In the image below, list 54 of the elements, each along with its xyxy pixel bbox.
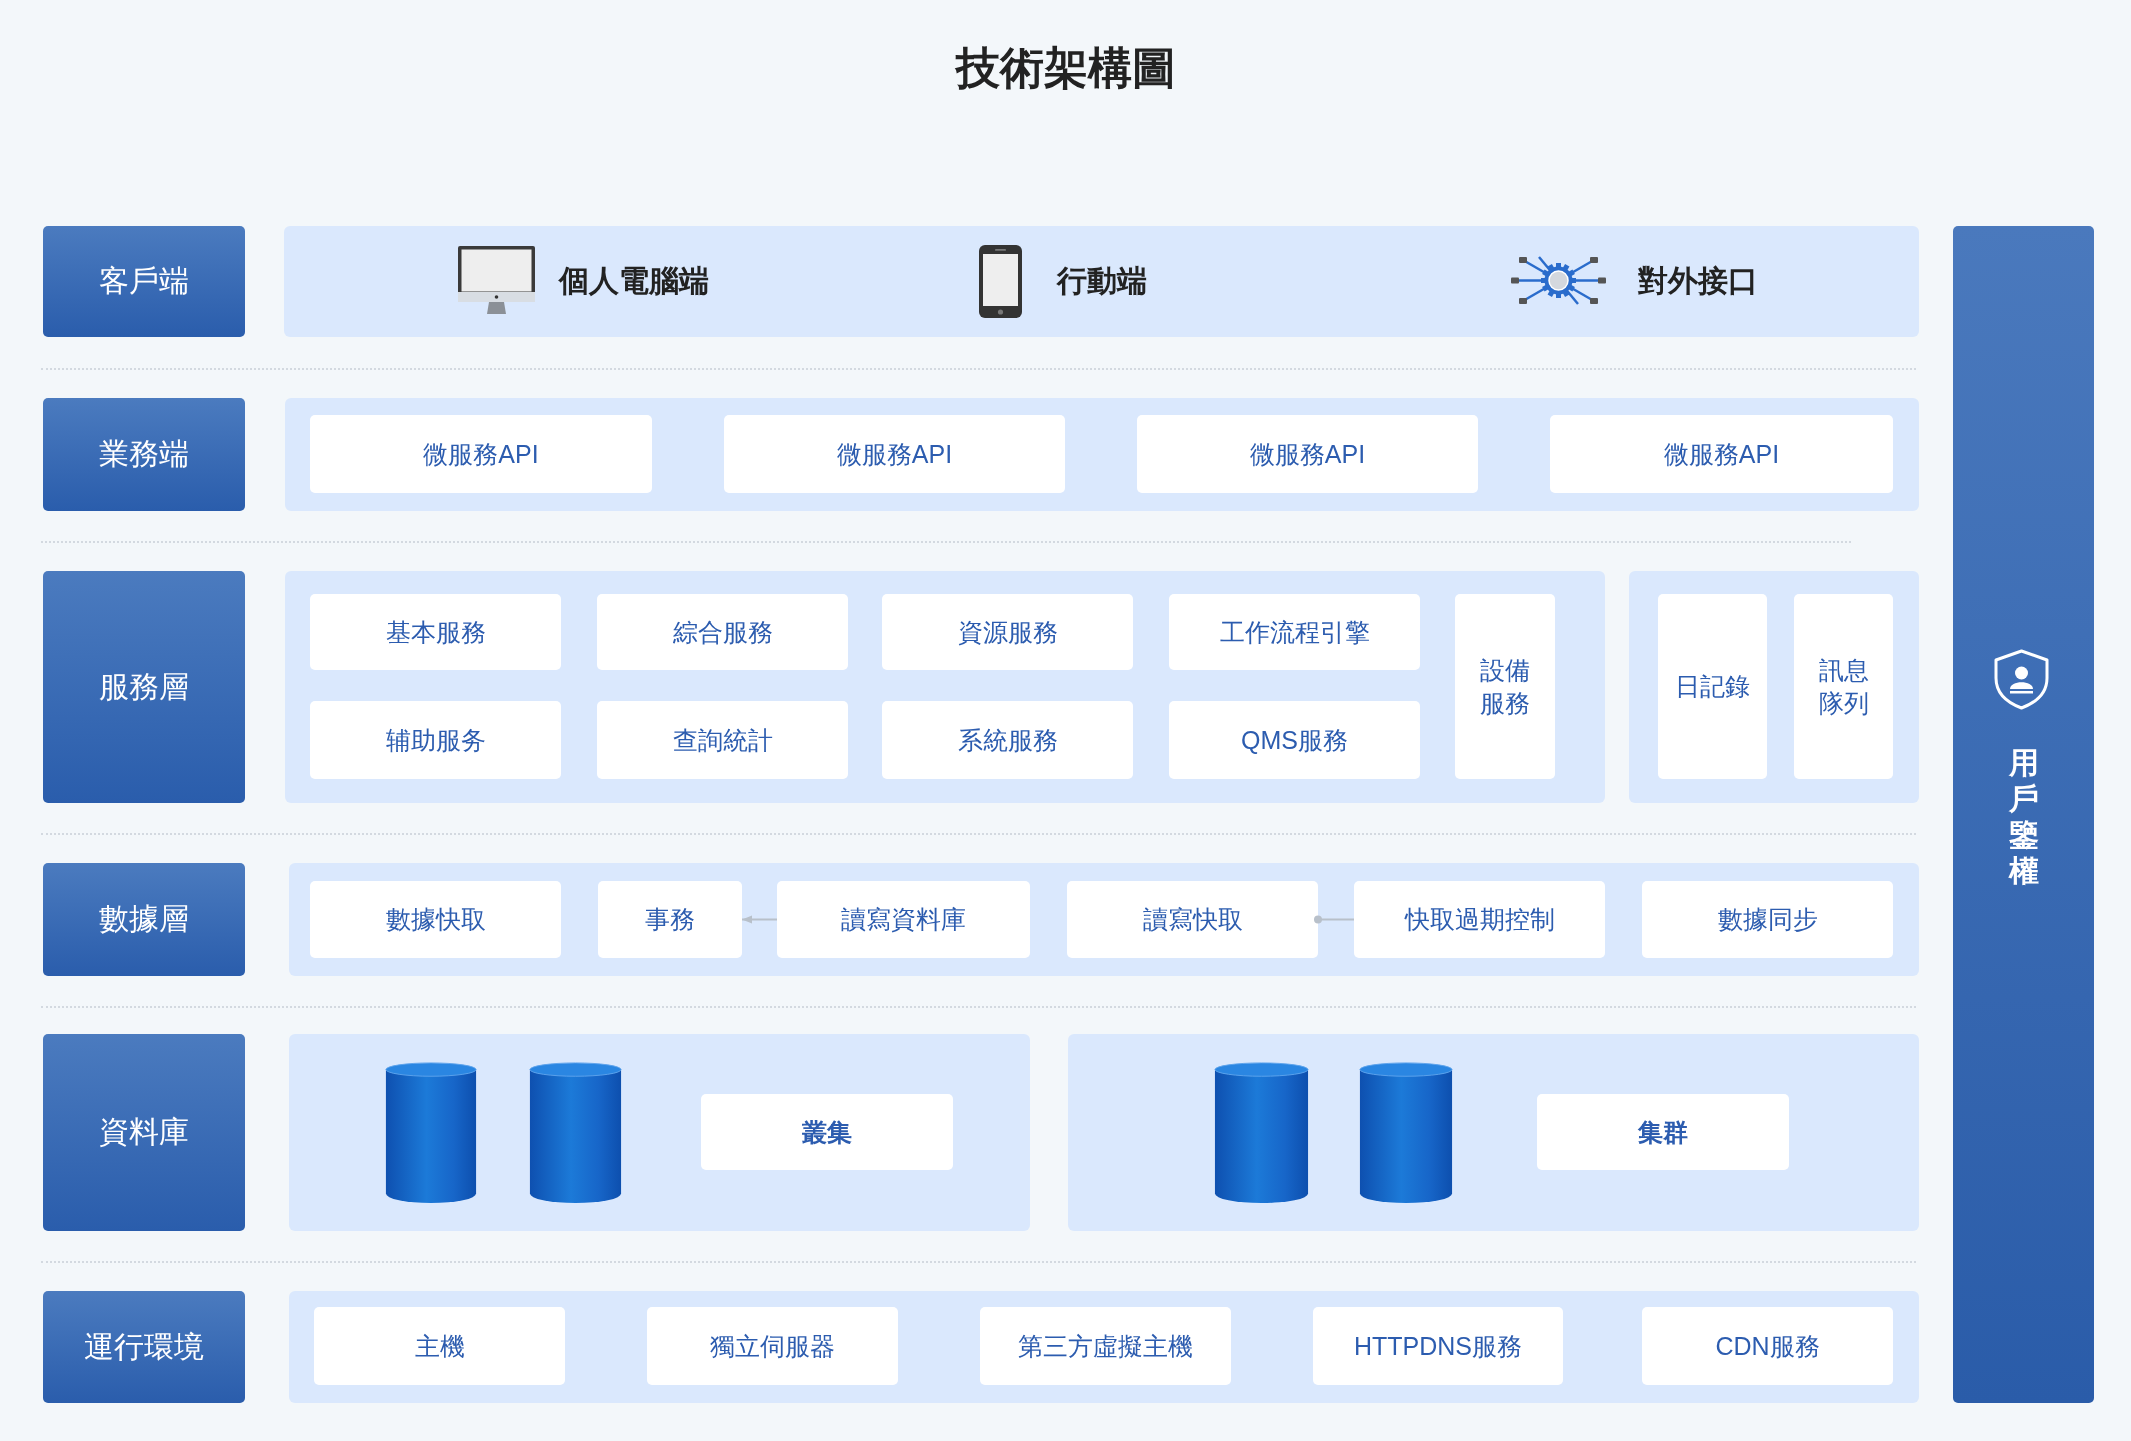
layer-label-box: 客戶端 xyxy=(43,226,245,337)
module-box: 系統服務 xyxy=(882,701,1133,779)
client-label: 個人電腦端 xyxy=(559,263,709,299)
module-box: 數據同步 xyxy=(1642,881,1893,958)
database-cylinder xyxy=(385,1061,477,1204)
layer-label-box: 運行環境 xyxy=(43,1291,245,1403)
module-box: 微服務API xyxy=(310,415,652,493)
layer-label-box: 數據層 xyxy=(43,863,245,976)
module-box: 綜合服務 xyxy=(597,594,848,670)
database-cylinder xyxy=(1214,1061,1309,1204)
module-box: 辅助服务 xyxy=(310,701,561,779)
module-box: 訊息隊列 xyxy=(1794,594,1893,779)
client-label: 行動端 xyxy=(1057,263,1147,299)
database-cylinder xyxy=(1359,1061,1453,1204)
module-box: 微服務API xyxy=(1137,415,1478,493)
layer-label-box: 服務層 xyxy=(43,571,245,803)
module-box: 快取過期控制 xyxy=(1354,881,1605,958)
module-box: 微服務API xyxy=(724,415,1065,493)
module-box: 第三方虛擬主機 xyxy=(980,1307,1231,1385)
module-box: 基本服務 xyxy=(310,594,561,670)
layer-panel xyxy=(285,571,1605,803)
layer-panel xyxy=(1629,571,1919,803)
module-box: 微服務API xyxy=(1550,415,1893,493)
module-box: 資源服務 xyxy=(882,594,1133,670)
layer-panel xyxy=(284,226,1919,337)
diagram-title: 技術架構圖 xyxy=(956,42,1176,94)
connector-line xyxy=(1314,915,1355,924)
module-box: CDN服務 xyxy=(1642,1307,1893,1385)
auth-side-bar xyxy=(1953,226,2094,1403)
module-box: 工作流程引擎 xyxy=(1169,594,1420,670)
module-box: HTTPDNS服務 xyxy=(1313,1307,1563,1385)
module-box: 集群 xyxy=(1537,1094,1789,1170)
module-box: 事務 xyxy=(598,881,742,958)
vertical-label: 用戶鑒權 xyxy=(2007,745,2040,889)
module-box: 查詢統計 xyxy=(597,701,848,779)
module-box: 日記錄 xyxy=(1658,594,1767,779)
module-box: QMS服務 xyxy=(1169,701,1420,779)
layer-panel xyxy=(285,398,1919,511)
layer-label-box: 資料庫 xyxy=(43,1034,245,1231)
layer-panel xyxy=(289,1291,1919,1403)
module-box: 獨立伺服器 xyxy=(647,1307,898,1385)
module-box: 主機 xyxy=(314,1307,565,1385)
layer-label-box: 業務端 xyxy=(43,398,245,511)
module-box: 數據快取 xyxy=(310,881,561,958)
database-cylinder xyxy=(529,1061,622,1204)
layer-panel xyxy=(1068,1034,1919,1231)
layer-panel xyxy=(289,863,1919,976)
client-label: 對外接口 xyxy=(1638,263,1758,299)
module-box: 叢集 xyxy=(701,1094,953,1170)
arrow xyxy=(741,915,778,924)
module-box: 讀寫資料庫 xyxy=(777,881,1030,958)
module-box: 讀寫快取 xyxy=(1067,881,1318,958)
module-box: 設備服務 xyxy=(1455,594,1555,779)
layer-panel xyxy=(289,1034,1030,1231)
